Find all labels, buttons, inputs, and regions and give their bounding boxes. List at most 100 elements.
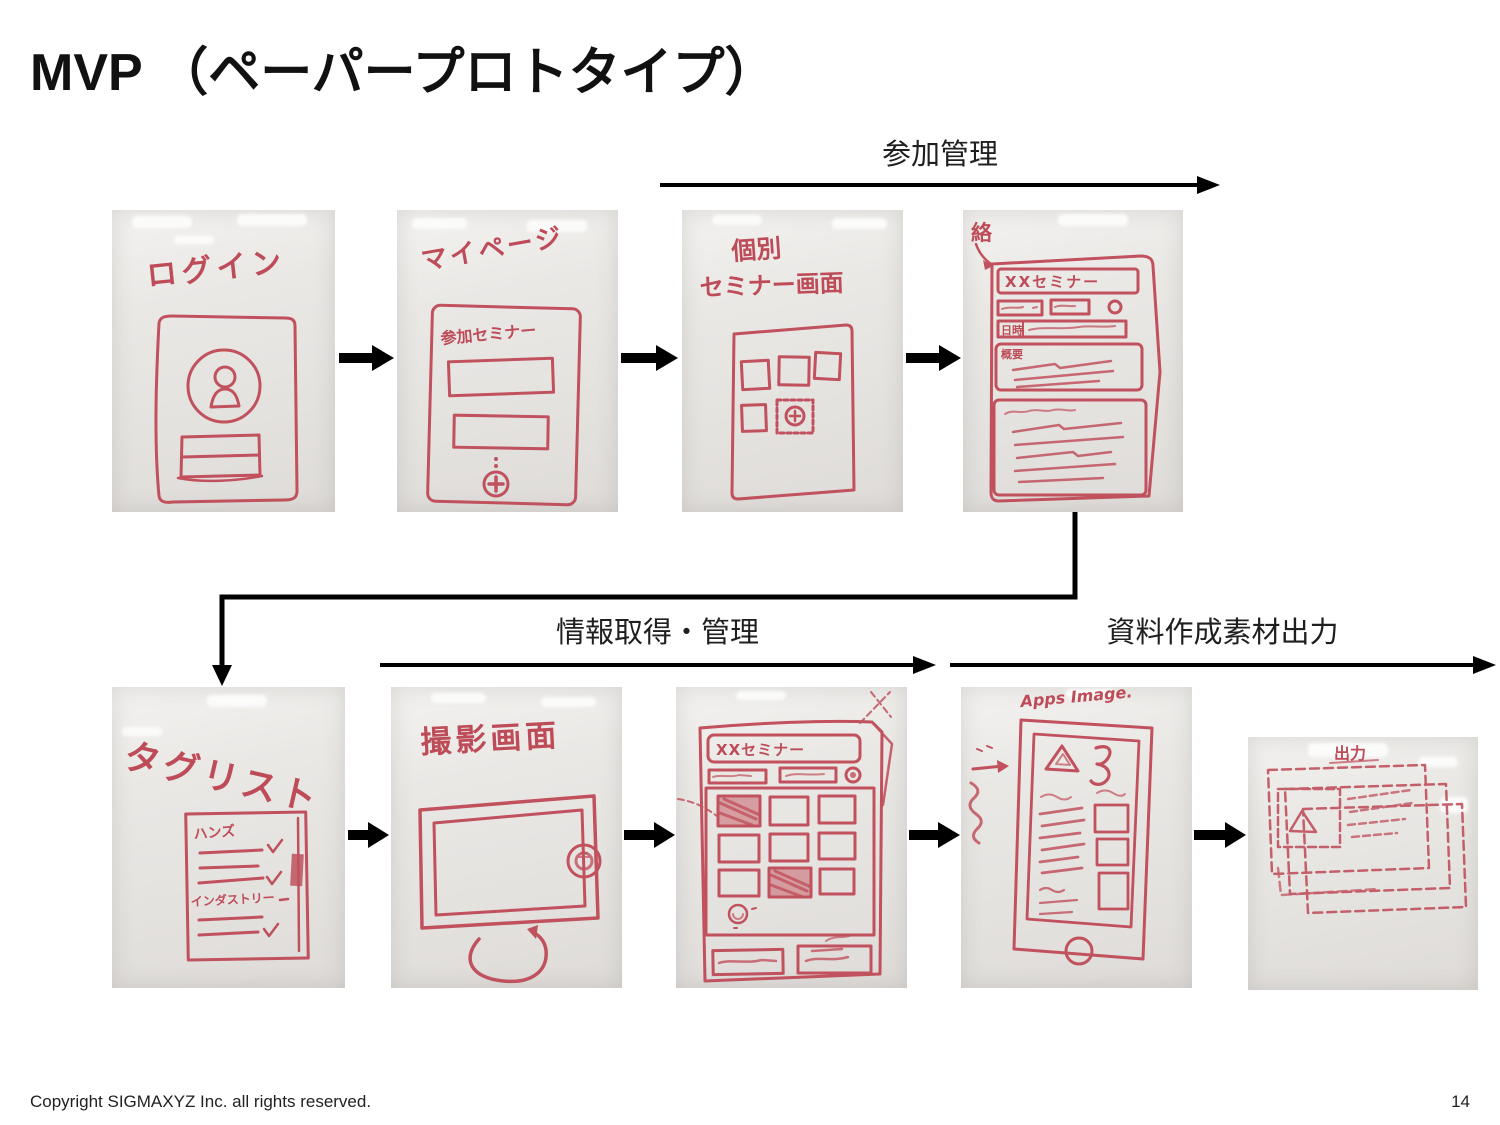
corner-arrowhead	[983, 260, 993, 270]
bottom-btn-1-scribble	[717, 958, 778, 965]
grid-icon-circle	[844, 766, 862, 784]
grid-btn-2	[778, 766, 838, 784]
grid-title: XXセミナー	[716, 741, 805, 759]
login-sketch: ログイン	[145, 245, 299, 504]
glare-highlight	[412, 218, 467, 229]
grid-area	[704, 786, 876, 937]
cell	[717, 833, 761, 864]
phone-outer-frame	[1012, 718, 1154, 961]
glare-highlight	[1058, 214, 1128, 226]
grid-btn-1-scribble	[712, 774, 752, 778]
glare-highlight	[527, 220, 587, 232]
arrow-grid-to-apps	[909, 822, 960, 848]
corner-arrow	[974, 242, 993, 266]
lower-scribbles	[1038, 886, 1079, 916]
summary-scribble	[1011, 359, 1115, 389]
sheet-partial	[1276, 866, 1380, 897]
photo-grid-sketch: XXセミナー	[676, 687, 907, 988]
triangle-shape	[1044, 744, 1080, 773]
summary-box	[994, 342, 1144, 392]
right-box-2	[1095, 837, 1130, 867]
photo-camera-sketch: 撮影画面	[391, 687, 622, 988]
cell-selected-1-hatch	[718, 797, 762, 827]
btn-scribble	[1001, 304, 1076, 310]
right-box-3	[1097, 871, 1130, 911]
sheet-3	[1301, 802, 1468, 915]
glare-highlight	[832, 218, 887, 229]
bottom-btn-1	[711, 947, 785, 977]
bottom-btn-2-scribble	[804, 947, 850, 963]
photo-seminar-detail-sketch: 絡 XXセミナー 日時 概要	[963, 210, 1183, 512]
bottom-btn-2	[796, 944, 873, 975]
group2-dash	[278, 897, 290, 902]
ellipsis-dot	[494, 464, 498, 468]
taglist-sketch: タグリスト ハンズ インダストリー	[120, 736, 324, 962]
taglist-caption: タグリスト	[120, 736, 324, 821]
add-slot-dashed	[775, 398, 815, 435]
participation-arrow	[660, 176, 1220, 194]
grid-title-box	[706, 733, 862, 764]
left-arrowhead	[997, 760, 1009, 773]
row-label-scribbles	[1040, 789, 1126, 801]
thumb-3	[812, 350, 843, 382]
home-button-icon	[1064, 936, 1094, 966]
flow-label-info: 情報取得・管理	[555, 617, 759, 649]
login-frame	[154, 314, 299, 504]
session-box	[992, 398, 1148, 497]
photo-login-sketch: ログイン	[112, 210, 335, 512]
output-arrow	[950, 656, 1496, 674]
check-icon	[265, 838, 284, 886]
shutter-button-icon	[566, 843, 602, 879]
camera-sketch: 撮影画面	[418, 718, 602, 984]
bottom-btn-2-topscribble	[825, 934, 853, 942]
detail-btn-2	[1049, 298, 1091, 316]
glare-highlight	[431, 693, 486, 703]
caption-strike	[1329, 759, 1379, 764]
sheet-1	[1266, 763, 1431, 876]
apps-image-sketch: Apps Image.	[968, 687, 1154, 966]
footer-copyright: Copyright SIGMAXYZ Inc. all rights reser…	[30, 1092, 372, 1111]
detail-corner-note: 絡	[971, 221, 993, 245]
page-title: MVP （ペーパープロトタイプ）	[30, 44, 777, 102]
page-number: 14	[1451, 1092, 1470, 1111]
ellipsis-dot	[494, 457, 498, 461]
viewfinder-outer	[418, 794, 600, 930]
cell	[818, 867, 856, 896]
glare-highlight	[736, 691, 786, 700]
glare-highlight	[1418, 757, 1458, 767]
text-scribbles	[1346, 788, 1414, 839]
output-sketch: 出力	[1266, 744, 1468, 915]
flow-label-participation: 参加管理	[881, 139, 998, 171]
photo-output-sketch: 出力	[1248, 737, 1478, 990]
cell	[717, 868, 761, 898]
cell	[768, 795, 810, 827]
session-scribble	[1011, 421, 1125, 484]
detail-section-label: 概要	[1001, 347, 1023, 361]
glare-highlight	[1066, 689, 1116, 698]
arrow-mypage-to-seminar	[621, 345, 678, 371]
grid-btn-1	[707, 768, 768, 785]
shutter-scribble	[578, 852, 590, 858]
glare-highlight	[174, 236, 214, 244]
check-icon	[262, 922, 280, 938]
seminar-item-1	[446, 356, 556, 398]
seminar-screen-caption-1: 個別	[729, 234, 782, 266]
detail-icon-circle	[1107, 299, 1123, 315]
avatar-head	[213, 365, 237, 389]
photo-apps-image-sketch: Apps Image.	[961, 687, 1192, 988]
tag-lines-2	[197, 915, 264, 937]
taglist-group1: ハンズ	[193, 822, 236, 843]
image-placeholder-box	[1276, 787, 1342, 849]
photo-mypage-sketch: マイページ 参加セミナー	[397, 210, 618, 512]
plus-icon	[487, 475, 505, 493]
avatar-circle-icon	[186, 348, 262, 424]
elbow-connector	[212, 512, 1078, 686]
seminar-screen-caption-2: セミナー画面	[699, 269, 844, 302]
grid-btn-2-scribble	[785, 773, 825, 777]
seminar-screen-sketch: 個別 セミナー画面	[699, 234, 856, 501]
plus-icon	[788, 409, 802, 423]
sheet-2	[1283, 782, 1452, 896]
triangle-shape	[1288, 809, 1318, 834]
left-ticks	[976, 745, 993, 752]
digit-3-scribble	[1089, 745, 1112, 786]
